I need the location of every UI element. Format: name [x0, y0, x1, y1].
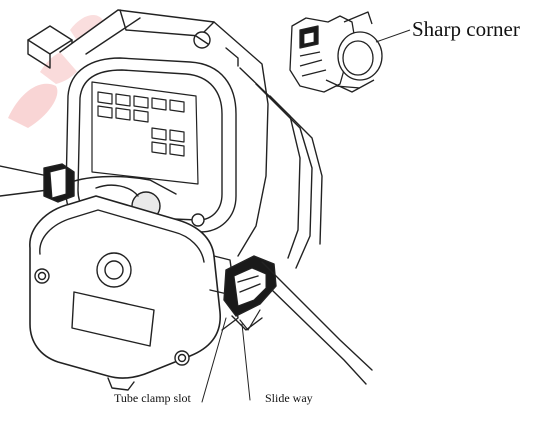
tube-clamp-slot-label: Tube clamp slot: [114, 391, 191, 405]
vent-grille: [91, 81, 199, 185]
clip-inset-illustration: [289, 11, 411, 93]
pump-body: [0, 9, 373, 403]
sharp-corner-label: Sharp corner: [412, 17, 520, 41]
slide-way-label: Slide way: [265, 391, 313, 405]
